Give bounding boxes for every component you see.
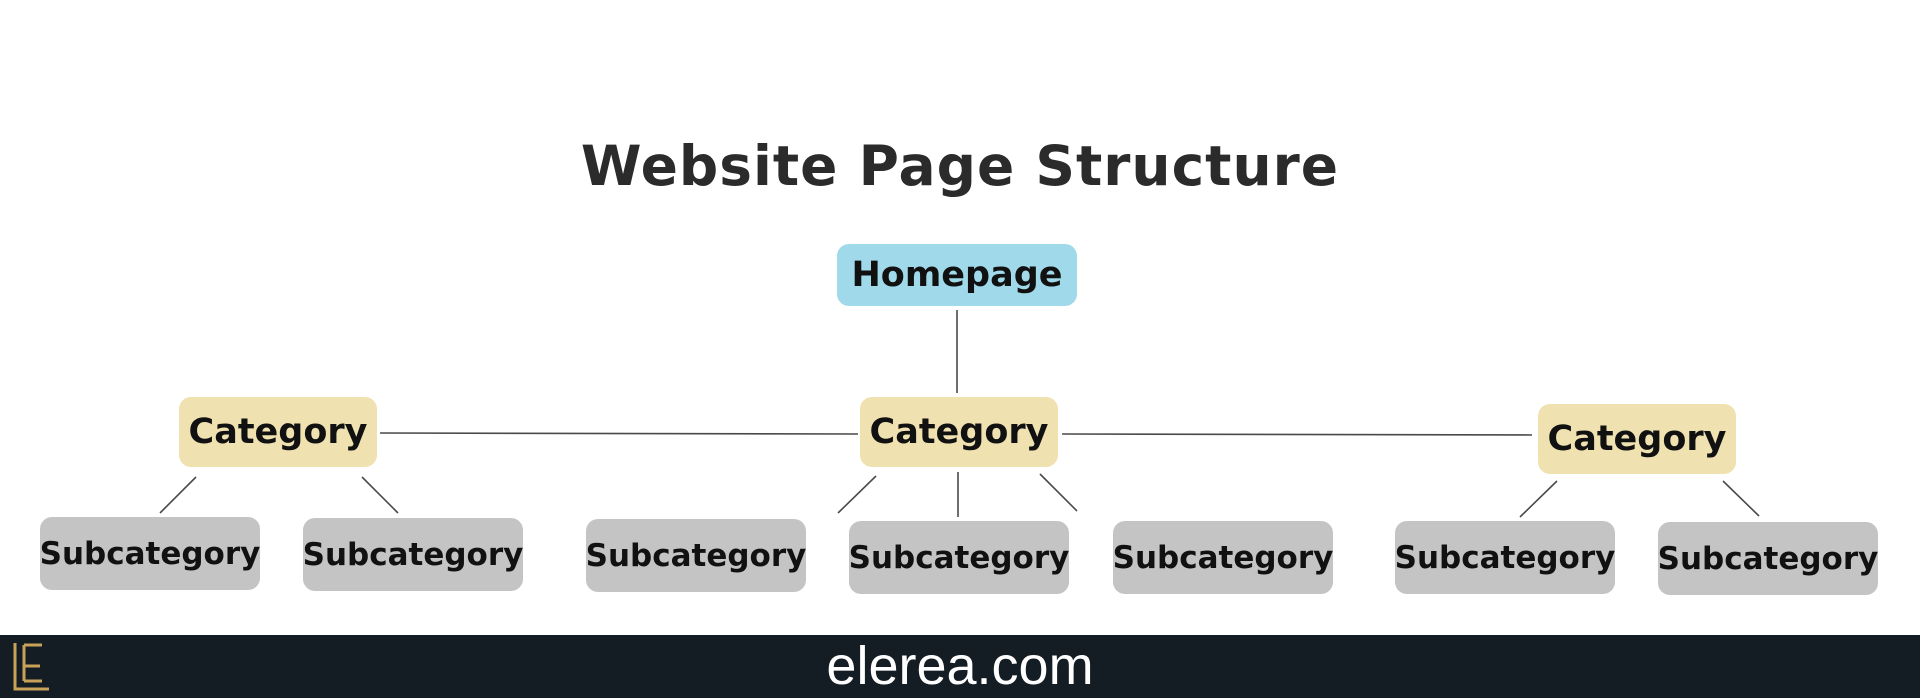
footer-site-link[interactable]: elerea.com [826, 636, 1094, 696]
node-subcategory: Subcategory [849, 521, 1069, 594]
connector-left-sub1 [159, 476, 197, 514]
connector-right-sub1 [1519, 480, 1558, 518]
connector-center-sub1 [837, 475, 877, 514]
node-subcategory: Subcategory [1658, 522, 1878, 595]
node-category-center: Category [860, 397, 1058, 467]
node-subcategory: Subcategory [1113, 521, 1333, 594]
connector-right-sub2 [1722, 480, 1760, 517]
connector-left-sub2 [361, 476, 399, 514]
node-subcategory: Subcategory [1395, 521, 1615, 594]
node-homepage: Homepage [837, 244, 1077, 306]
node-category-left: Category [179, 397, 377, 467]
connector-left-center [379, 432, 859, 435]
node-category-right: Category [1538, 404, 1736, 474]
connector-center-sub3 [1039, 473, 1078, 512]
footer-bar: elerea.com [0, 635, 1920, 698]
node-subcategory: Subcategory [303, 518, 523, 591]
elerea-logo-icon [13, 643, 49, 691]
diagram-title: Website Page Structure [580, 134, 1340, 198]
connector-center-right [1061, 433, 1533, 436]
node-subcategory: Subcategory [586, 519, 806, 592]
node-subcategory: Subcategory [40, 517, 260, 590]
